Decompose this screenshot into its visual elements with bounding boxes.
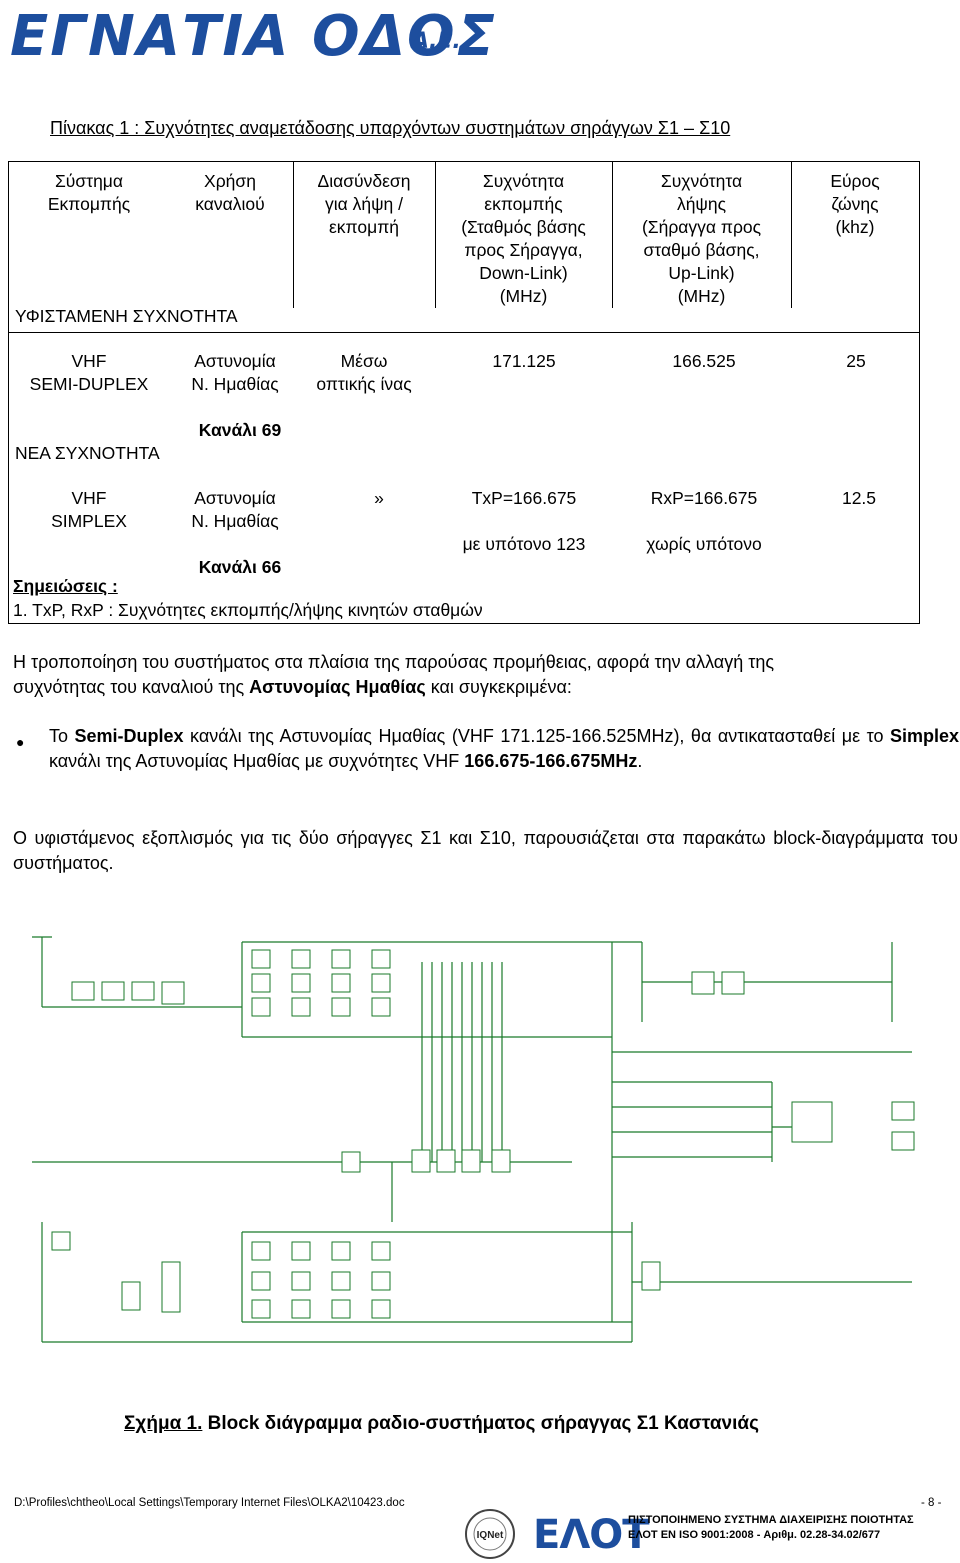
block-diagram [32, 936, 915, 1343]
row2-rx: RxP=166.675 [650, 488, 758, 508]
table-title: Πίνακας 1 : Συχνότητες αναμετάδοσης υπαρ… [50, 118, 731, 138]
row2-channel: Κανάλι 66 [198, 557, 282, 577]
qms-line-1: ΠΙΣΤΟΠΟΙΗΜΕΝΟ ΣΥΣΤΗΜΑ ΔΙΑΧΕΙΡΙΣΗΣ ΠΟΙΟΤΗ… [628, 1514, 914, 1526]
section-existing-frequency: ΥΦΙΣΤΑΜΕΝΗ ΣΥΧΝΟΤΗΤΑ [15, 306, 238, 326]
svg-text:IQNet: IQNet [477, 1530, 504, 1541]
row2-rx-note: χωρίς υπότονο [646, 534, 762, 554]
company-logo: ΕΓΝΑΤΙΑ ΟΔΟΣ Α.Ε. [10, 4, 495, 69]
row1-bandwidth: 25 [846, 351, 866, 371]
footer-file-path: D:\Profiles\chtheo\Local Settings\Tempor… [14, 1497, 405, 1509]
section-new-frequency: ΝΕΑ ΣΥΧΝΟΤΗΤΑ [15, 443, 160, 463]
logo-text: ΕΓΝΑΤΙΑ ΟΔΟΣ [10, 4, 497, 69]
row2-tx: TxP=166.675 [471, 488, 577, 508]
row2-bandwidth: 12.5 [841, 488, 877, 508]
elot-logo: ΕΛΟΤ [533, 1512, 650, 1558]
row2-tx-note: με υπότονο 123 [462, 534, 586, 554]
qms-line-2: ΕΛΟΤ EN ISO 9001:2008 - Αριθμ. 02.28-34.… [628, 1529, 881, 1541]
row2-link: » [374, 488, 384, 508]
row1-rx: 166.525 [672, 351, 736, 371]
row1-tx: 171.125 [492, 351, 556, 371]
bullet-item: Το Semi-Duplex κανάλι της Αστυνομίας Ημα… [49, 726, 959, 771]
paragraph-intro: Η τροποποίηση του συστήματος στα πλαίσια… [13, 652, 775, 697]
page-number: - 8 - [921, 1497, 942, 1509]
paragraph-equipment: Ο υφιστάμενος εξοπλισμός για τις δύο σήρ… [13, 828, 958, 873]
logo-suffix: Α.Ε. [412, 29, 461, 54]
figure-caption: Σχήμα 1. Block διάγραμμα ραδιο-συστήματο… [124, 1413, 759, 1434]
notes-label: Σημειώσεις : [13, 576, 118, 596]
bullet-dot: ● [16, 734, 25, 750]
row1-channel: Κανάλι 69 [198, 420, 282, 440]
certification-seal-icon: IQNet [465, 1509, 515, 1559]
note-1: 1. TxP, RxP : Συχνότητες εκπομπής/λήψης … [13, 600, 483, 620]
